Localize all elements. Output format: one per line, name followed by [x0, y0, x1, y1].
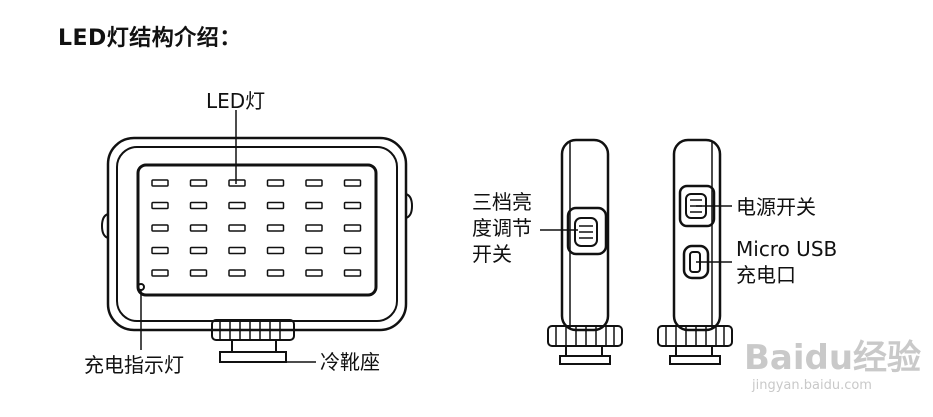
light-body-outer	[106, 136, 408, 332]
label-usb-port-line: Micro USB	[736, 237, 838, 261]
page-title: LED灯结构介绍：	[58, 26, 242, 51]
led-bead	[228, 179, 246, 187]
led-bead	[151, 246, 169, 255]
led-bead	[228, 224, 246, 232]
label-led: LED灯	[206, 89, 266, 113]
label-brightness-switch-line: 度调节	[472, 216, 532, 240]
led-bead	[343, 201, 362, 210]
label-brightness-switch-line: 三档亮	[472, 190, 532, 214]
led-bead	[266, 269, 285, 277]
led-bead	[151, 269, 169, 277]
led-bead	[305, 179, 323, 187]
label-power-switch: 电源开关	[736, 195, 816, 219]
brightness-switch-slider	[574, 217, 598, 247]
charge-indicator-dot	[137, 283, 145, 291]
shoe-stem-front	[231, 339, 277, 353]
led-bead	[189, 246, 208, 255]
led-bead	[266, 224, 285, 232]
label-cold-shoe: 冷靴座	[320, 350, 380, 374]
led-bead	[305, 201, 323, 210]
led-bead	[228, 201, 246, 210]
led-bead	[266, 179, 285, 187]
led-bead	[228, 246, 246, 255]
led-grid	[151, 179, 362, 277]
led-bead	[266, 246, 285, 255]
label-charge-indicator: 充电指示灯	[84, 353, 184, 377]
label-usb-port: Micro USB 充电口	[736, 236, 837, 288]
led-bead	[343, 224, 362, 232]
led-bead	[343, 269, 362, 277]
left-side-knob	[100, 213, 109, 239]
led-bead	[189, 224, 208, 232]
led-bead	[305, 224, 323, 232]
led-bead	[189, 201, 208, 210]
led-bead	[343, 246, 362, 255]
side-view-left-body	[560, 138, 610, 332]
led-bead	[151, 224, 169, 232]
led-bead	[305, 246, 323, 255]
brightness-switch-housing	[566, 206, 608, 256]
led-bead	[305, 269, 323, 277]
led-bead	[189, 269, 208, 277]
label-brightness-switch: 三档亮 度调节 开关	[472, 189, 532, 267]
watermark-brand: Baidu经验	[744, 338, 922, 378]
label-usb-port-line: 充电口	[736, 263, 796, 287]
led-bead	[151, 201, 169, 210]
shoe-base-front	[219, 351, 287, 363]
label-brightness-switch-line: 开关	[472, 242, 512, 266]
side-view-right-body	[672, 138, 722, 332]
led-bead	[228, 269, 246, 277]
led-bead	[266, 201, 285, 210]
led-bead	[189, 179, 208, 187]
led-bead	[151, 179, 169, 187]
watermark-url: jingyan.baidu.com	[752, 378, 872, 393]
led-bead	[343, 179, 362, 187]
right-side-knob	[405, 193, 414, 219]
led-panel	[136, 163, 378, 297]
